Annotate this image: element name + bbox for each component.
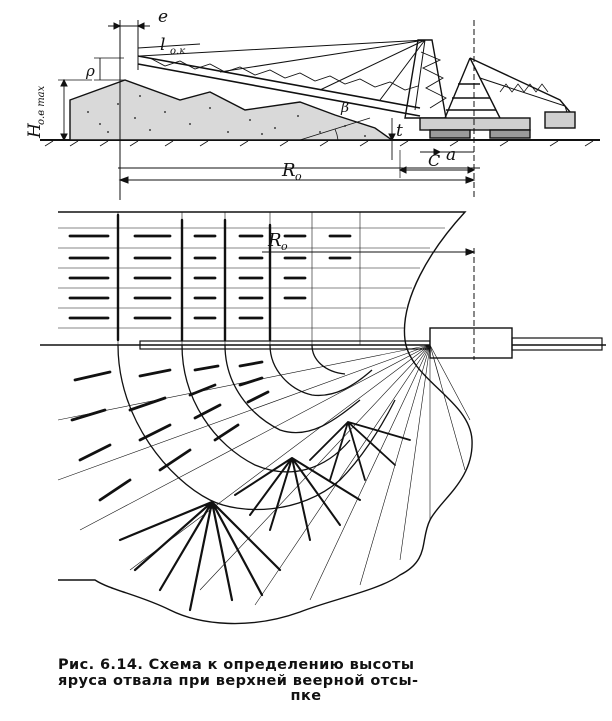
- label-r0-plan: R: [267, 230, 282, 251]
- side-elevation: [40, 20, 600, 200]
- dump-pile: [69, 79, 395, 141]
- ground-hatch: [44, 140, 594, 147]
- grid-horizontal: [58, 227, 445, 329]
- label-e: e: [158, 7, 168, 27]
- boom-stays: [139, 39, 426, 111]
- dump-outline: [58, 211, 473, 625]
- machine-plan: [429, 327, 513, 359]
- label-c: C: [428, 151, 440, 170]
- pour-strokes: [68, 213, 352, 502]
- dump-tier-diagram: e l о.к ρ H о.в max β t a C R о: [25, 7, 606, 625]
- fan-burst-2: [234, 457, 361, 541]
- pile-dots: [87, 95, 366, 137]
- label-lok-sub: о.к: [170, 46, 185, 57]
- boom-lacing: [149, 57, 419, 91]
- fan-burst-1: [118, 500, 282, 612]
- fan-burst-3: [309, 421, 411, 481]
- label-r0-plan-sub: о: [281, 240, 288, 253]
- label-h: H: [25, 122, 45, 139]
- label-beta: β: [340, 100, 349, 116]
- plan-view: [40, 211, 606, 625]
- label-t: t: [396, 121, 403, 141]
- concentric-arcs: [117, 344, 396, 511]
- label-r0-top-sub: о: [295, 170, 302, 183]
- label-lok: l: [160, 35, 165, 55]
- dim-lok: [137, 43, 201, 49]
- boom-upper-chord: [137, 55, 421, 109]
- caption-line-1: Рис. 6.14. Схема к определению высоты: [58, 657, 415, 673]
- boom-lower-chord: [137, 63, 421, 117]
- caption-line-2: яруса отвала при верхней веерной отсы-: [58, 673, 419, 689]
- label-a: a: [446, 145, 456, 165]
- label-rho: ρ: [85, 62, 95, 80]
- stacker-machine: [404, 39, 576, 139]
- elevation-labels: e l о.к ρ H о.в max β t a C R о: [25, 7, 456, 183]
- label-r0-top: R: [281, 160, 296, 181]
- caption-line-3: пке: [290, 688, 322, 704]
- label-h-sub: о.в max: [36, 85, 47, 125]
- plan-labels: R о: [267, 230, 288, 253]
